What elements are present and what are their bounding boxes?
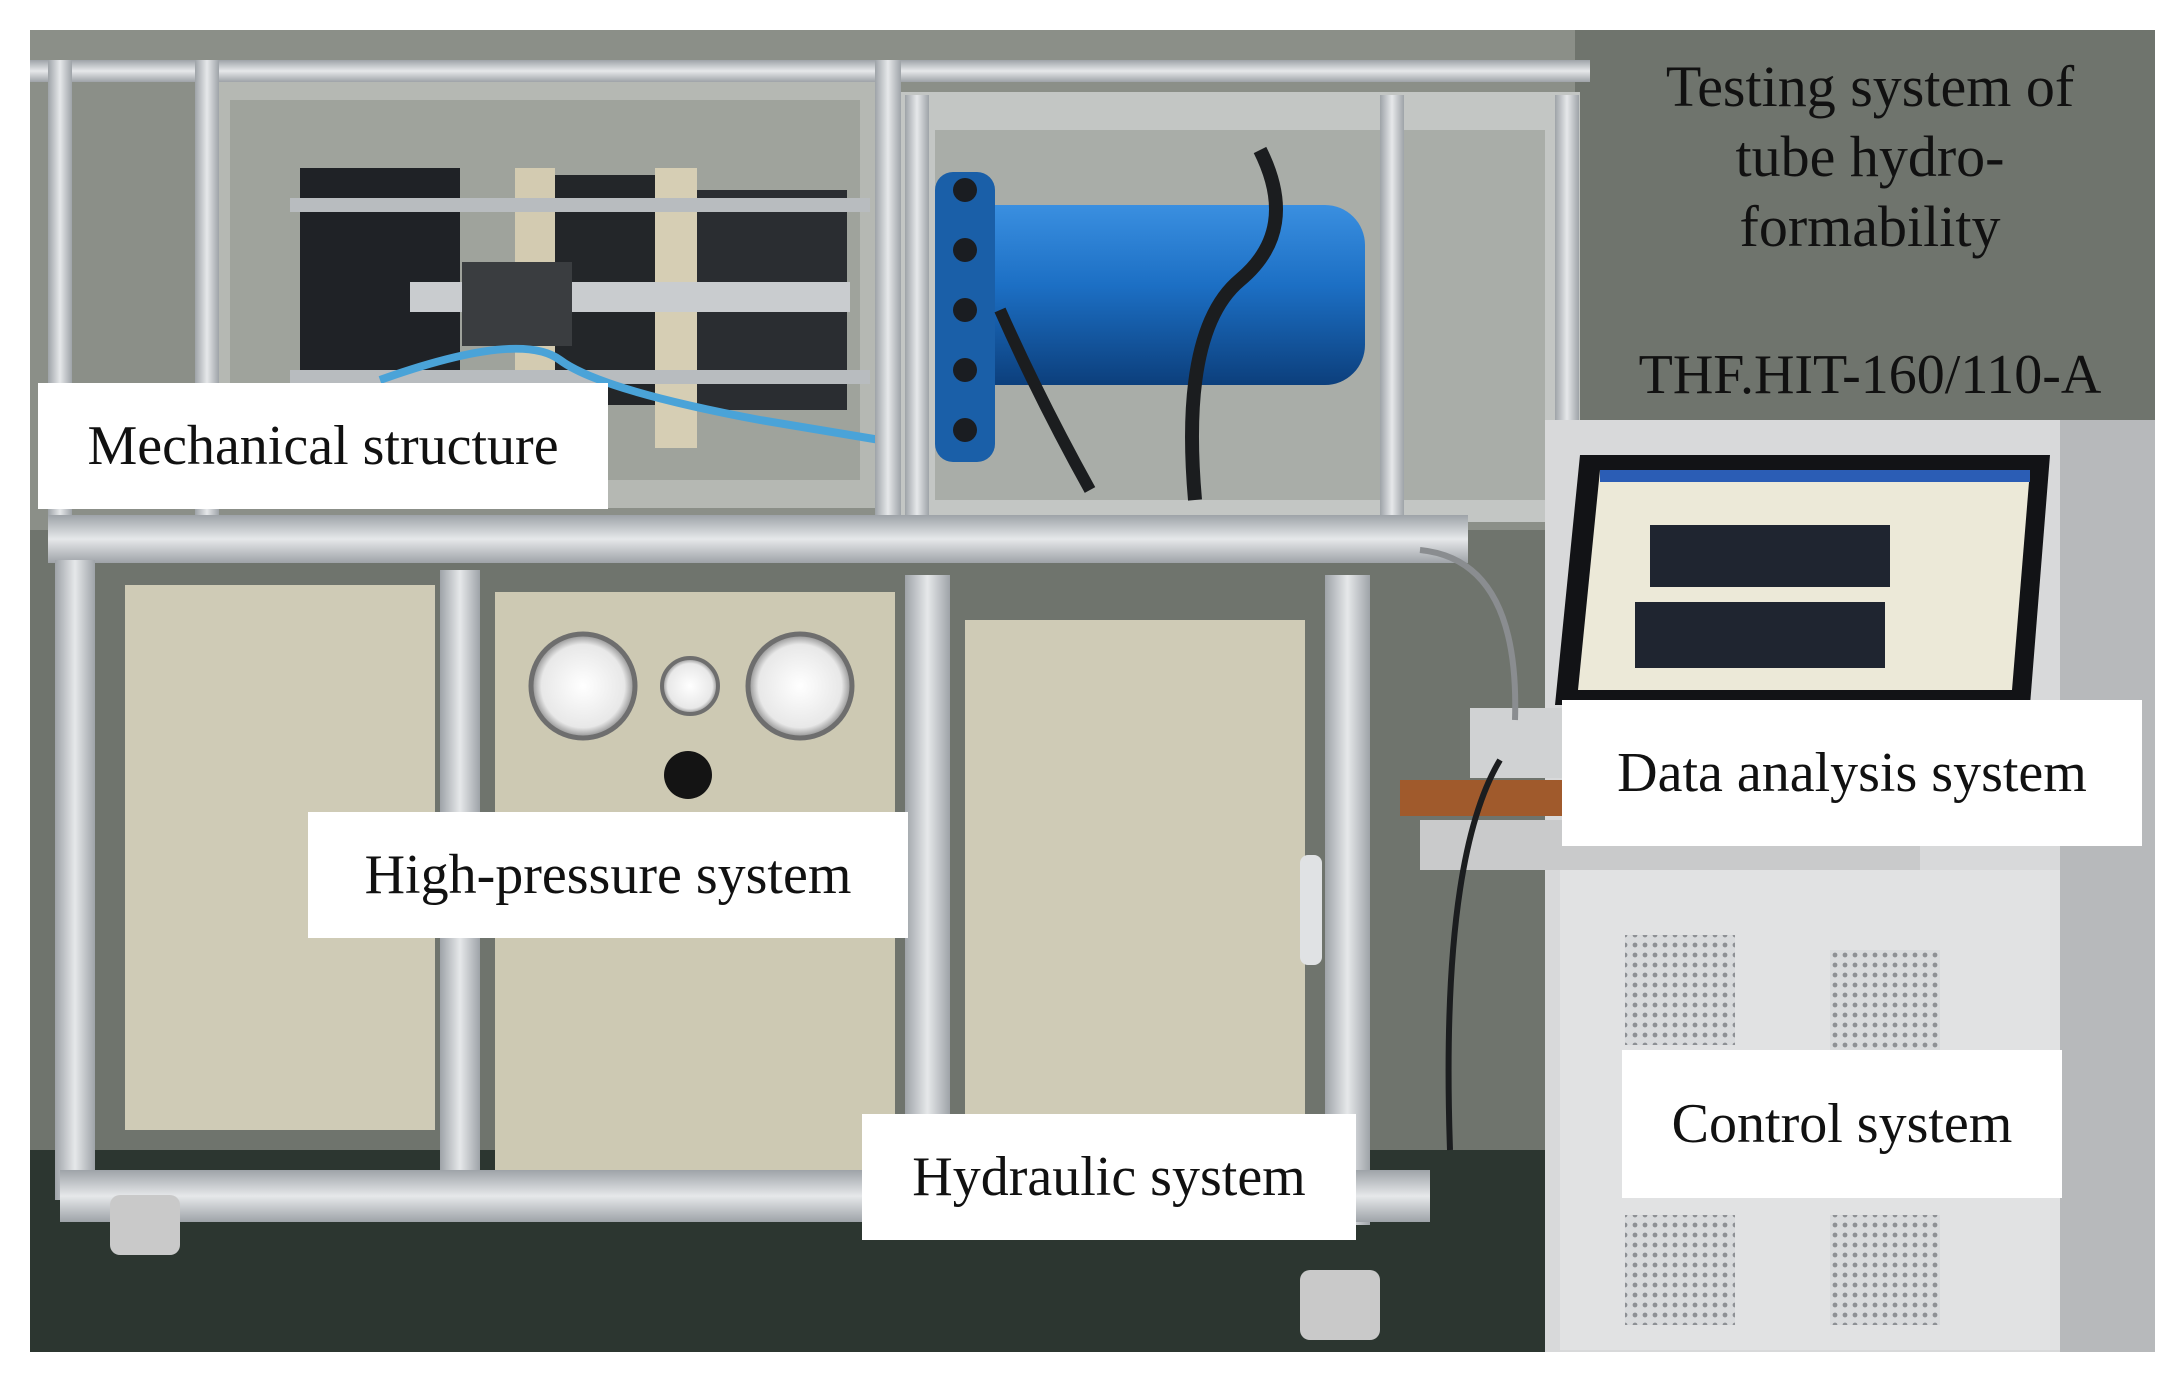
console-cable-1 [1419,547,1519,721]
screen-graph-top [1650,525,1890,587]
screen-titlebar [1600,470,2030,482]
vent-grille-4 [1830,1215,1940,1325]
model-code: THF.HIT-160/110-A [1638,344,2102,406]
foot-left [110,1195,180,1255]
cabinet-post-1 [55,560,95,1200]
high-pressure-system-label: High-pressure system [308,812,908,938]
pressure-gauge-left [528,631,638,741]
frame-post-5 [1380,95,1404,525]
console-side [2060,420,2155,1352]
high-pressure-hose [1185,146,1283,501]
pressure-gauge-right [745,631,855,741]
data-analysis-system-label: Data analysis system [1562,700,2142,846]
second-hose [994,307,1096,493]
cabinet-top-rail [48,515,1468,563]
guide-rod-top [290,198,870,212]
vent-grille-1 [1625,935,1735,1045]
system-title-line-2: tube hydro- [1735,124,2005,189]
foot-right [1300,1270,1380,1340]
blue-cylinder [945,205,1365,385]
sensor-bracket [462,262,572,346]
cabinet-post-3 [905,575,950,1215]
vent-grille-3 [1625,1215,1735,1325]
system-title: Testing system of tube hydro- formabilit… [1575,42,2165,272]
frame-post-3 [875,60,901,530]
door-handle [1300,855,1322,965]
control-system-label: Control system [1622,1050,2062,1198]
control-box [1470,708,1570,778]
cabinet-door-right [965,620,1305,1130]
frame-post-4 [905,95,929,525]
hydraulic-system-label: Hydraulic system [862,1114,1356,1240]
system-title-line-1: Testing system of [1665,54,2075,119]
system-title-line-3: formability [1739,194,2001,259]
guide-rod-bottom [290,370,870,384]
control-knob [664,751,712,799]
screen-graph-bottom [1635,602,1885,668]
frame-upper-top [30,60,1590,82]
flange-bolts [953,178,977,442]
air-hose [378,344,881,444]
vent-grille-2 [1830,950,1940,1060]
mechanical-structure-label: Mechanical structure [38,383,608,509]
pressure-gauge-small [660,656,720,716]
console-cable-2 [1445,758,1503,1151]
